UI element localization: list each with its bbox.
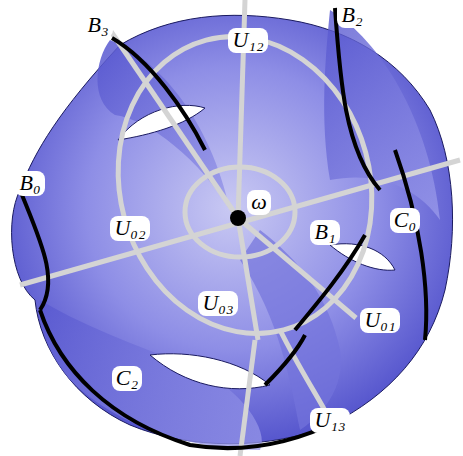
part-label: U₀₃ (198, 291, 237, 316)
part-label: C₀ (390, 208, 420, 233)
coordinate-lines (20, 0, 460, 456)
part-label: B₀ (15, 171, 44, 196)
part-label: U₁₂ (228, 28, 267, 53)
part-label: U₀₁ (360, 308, 399, 333)
part-label: B₁ (310, 220, 339, 245)
part-label: B₃ (83, 13, 112, 38)
part-label: U₁₃ (310, 408, 349, 433)
part-label: U₀₂ (110, 216, 149, 241)
boundary-curves (20, 8, 426, 448)
surface-sheet (324, 10, 440, 220)
center-point (230, 210, 246, 226)
part-label: C₂ (112, 366, 142, 391)
part-label: B₂ (337, 3, 366, 28)
part-label: ω (247, 190, 271, 215)
